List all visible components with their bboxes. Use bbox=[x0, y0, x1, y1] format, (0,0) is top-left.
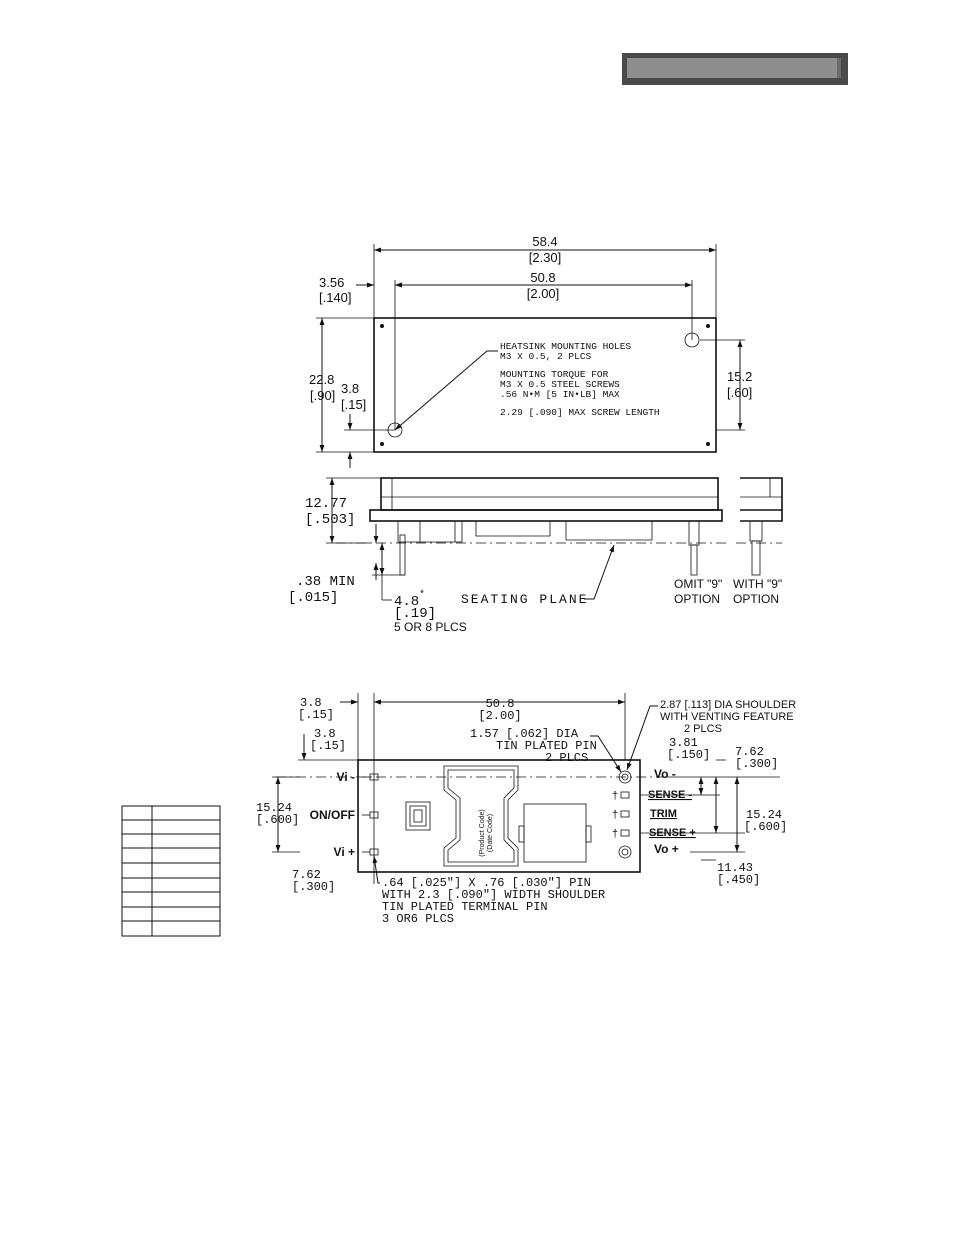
left-762-in-label: [.300] bbox=[292, 880, 335, 894]
pin-note-3: 2 PLCS bbox=[545, 751, 588, 765]
dagger-1: † bbox=[612, 790, 618, 802]
svg-text:M3 X 0.5 STEEL SCREWS: M3 X 0.5 STEEL SCREWS bbox=[500, 379, 620, 390]
dim-1524r-in-label: [.600] bbox=[744, 820, 787, 834]
overall-width-in-label: [2.30] bbox=[529, 250, 562, 265]
pin-label-vo-plus: Vo + bbox=[654, 842, 679, 856]
standoff-in-label: [.015] bbox=[288, 590, 338, 606]
height-in-label: [.90] bbox=[310, 388, 335, 403]
terminal-note-3: TIN PLATED TERMINAL PIN bbox=[382, 900, 548, 914]
hole-vertical-label: 15.2 bbox=[727, 369, 752, 384]
svg-text:MOUNTING TORQUE FOR: MOUNTING TORQUE FOR bbox=[500, 369, 609, 380]
terminal-note-4: 3 OR6 PLCS bbox=[382, 912, 454, 926]
omit-option-label-1: OMIT "9" bbox=[674, 577, 722, 591]
top-edge-label: 3.8 bbox=[314, 727, 336, 741]
mounting-hole-right bbox=[684, 332, 700, 348]
top-view: 58.4 [2.30] 50.8 [2.00] 3.56 [.140] HEAT… bbox=[309, 234, 752, 468]
standoff-label: .38 MIN bbox=[296, 574, 355, 590]
left-1524-label: 15.24 bbox=[256, 801, 292, 815]
pin-label-vi-minus: Vi - bbox=[337, 770, 355, 784]
with-option-label-1: WITH "9" bbox=[733, 577, 782, 591]
hole-bottom-in-label: [.15] bbox=[341, 397, 366, 412]
svg-text:2.29 [.090] MAX SCREW LENGTH: 2.29 [.090] MAX SCREW LENGTH bbox=[500, 407, 660, 418]
side-height-label: 12.77 bbox=[305, 496, 347, 512]
heatsink-note: HEATSINK MOUNTING HOLES M3 X 0.5, 2 PLCS… bbox=[500, 341, 660, 418]
top-view-outline bbox=[373, 317, 717, 453]
pin-label-vo-minus: Vo - bbox=[654, 767, 676, 781]
left-edge-in-label: [.15] bbox=[298, 708, 334, 722]
shoulder-note-3: 2 PLCS bbox=[684, 723, 722, 735]
height-label: 22.8 bbox=[309, 372, 334, 387]
hole-spacing-label: 50.8 bbox=[530, 270, 555, 285]
top-edge-in-label: [.15] bbox=[310, 739, 346, 753]
seating-plane-label: SEATING PLANE bbox=[461, 592, 588, 607]
dim-762r-label: 7.62 bbox=[735, 745, 764, 759]
pin-label-trim: TRIM bbox=[650, 808, 677, 820]
pin-count-label: 5 OR 8 PLCS bbox=[394, 620, 467, 634]
left-762-label: 7.62 bbox=[292, 868, 321, 882]
bottom-view: 3.8 [.15] 50.8 [2.00] 3.8 [.15] Vi - ON/… bbox=[256, 693, 796, 926]
pin-label-vi-plus: Vi + bbox=[334, 845, 355, 859]
product-code-label: (Product Code) bbox=[479, 809, 486, 856]
dagger-2: † bbox=[612, 809, 618, 821]
overall-width-label: 58.4 bbox=[532, 234, 557, 249]
left-offset-in-label: [.140] bbox=[319, 290, 352, 305]
left-1524-in-label: [.600] bbox=[256, 813, 299, 827]
dim-381-in-label: [.150] bbox=[667, 748, 710, 762]
hole-spacing-in-label: [2.00] bbox=[527, 286, 560, 301]
dim-1143-label: 11.43 bbox=[717, 861, 753, 875]
svg-text:HEATSINK MOUNTING HOLES: HEATSINK MOUNTING HOLES bbox=[500, 341, 631, 352]
side-height-in-label: [.503] bbox=[305, 512, 355, 528]
pin-spacing-label: 50.8 bbox=[486, 697, 515, 711]
left-offset-label: 3.56 bbox=[319, 275, 344, 290]
date-code-label: (Date Code) bbox=[487, 814, 494, 852]
header-bar bbox=[622, 53, 848, 85]
pin-length-star: * bbox=[419, 589, 425, 601]
svg-text:.56 N•M [5 IN•LB] MAX: .56 N•M [5 IN•LB] MAX bbox=[500, 389, 620, 400]
pin-note-1: 1.57 [.062] DIA bbox=[470, 727, 579, 741]
hole-bottom-label: 3.8 bbox=[341, 381, 359, 396]
dagger-3: † bbox=[612, 828, 618, 840]
pin-spacing-in-label: [2.00] bbox=[478, 709, 521, 723]
left-edge-label: 3.8 bbox=[300, 696, 322, 710]
terminal-note-2: WITH 2.3 [.090"] WIDTH SHOULDER bbox=[382, 888, 605, 902]
terminal-note-1: .64 [.025"] X .76 [.030"] PIN bbox=[382, 876, 591, 890]
omit-option-label-2: OPTION bbox=[674, 592, 720, 606]
header-bar-inner bbox=[627, 58, 841, 78]
dim-1524r-label: 15.24 bbox=[746, 808, 782, 822]
dim-762r-in-label: [.300] bbox=[735, 757, 778, 771]
pin-length-in-label: [.19] bbox=[394, 606, 436, 622]
dim-381-label: 3.81 bbox=[669, 736, 698, 750]
pin-function-table bbox=[121, 805, 221, 937]
side-view: 12.77 [.503] .38 MIN [.015] 4.8 * [.19] … bbox=[288, 477, 783, 634]
hole-vertical-in-label: [.60] bbox=[727, 385, 752, 400]
dim-1143-in-label: [.450] bbox=[717, 873, 760, 887]
shoulder-note-1: 2.87 [.113] DIA SHOULDER bbox=[660, 699, 796, 711]
with-option-label-2: OPTION bbox=[733, 592, 779, 606]
bottom-view-outline bbox=[357, 759, 641, 873]
svg-text:M3 X 0.5, 2 PLCS: M3 X 0.5, 2 PLCS bbox=[500, 351, 592, 362]
shoulder-note-2: WITH VENTING FEATURE bbox=[660, 711, 794, 723]
pin-label-on-off: ON/OFF bbox=[310, 808, 355, 822]
pin-length-label: 4.8 bbox=[394, 594, 419, 610]
pin-note-2: TIN PLATED PIN bbox=[496, 739, 597, 753]
